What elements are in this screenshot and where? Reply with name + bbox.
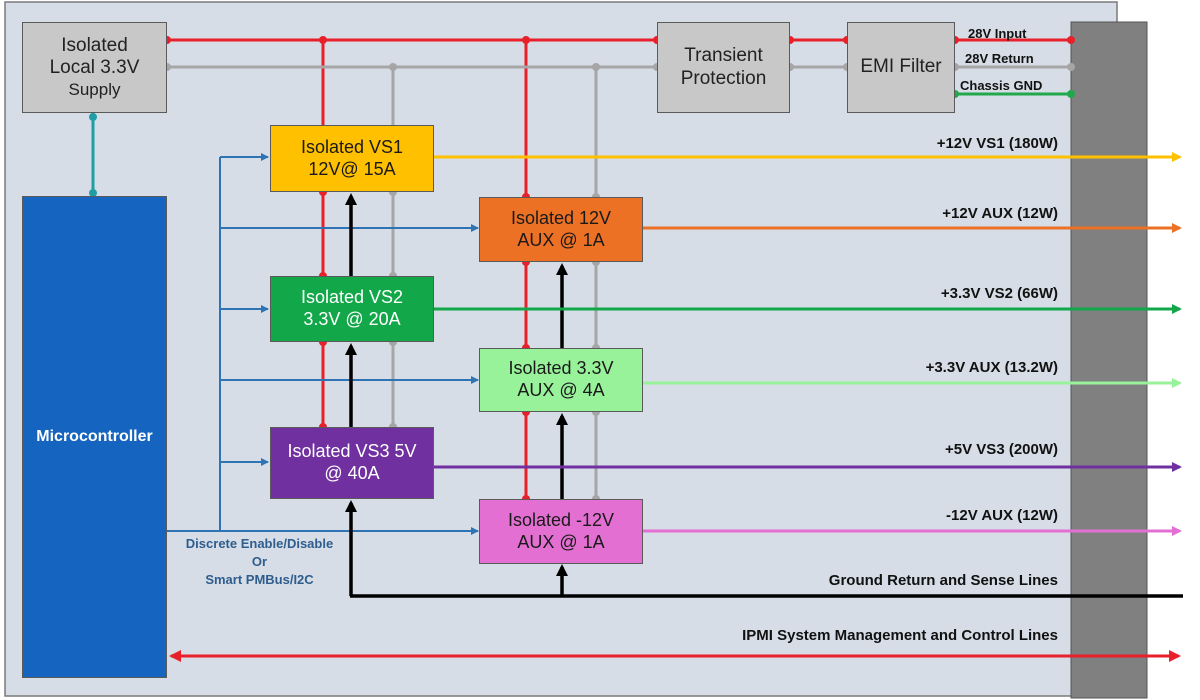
vs2-line1: Isolated VS2: [300, 287, 404, 308]
aux12-block: Isolated 12V AUX @ 1A: [479, 197, 643, 262]
local-supply-line1: Isolated: [61, 34, 128, 56]
vs3-line1: Isolated VS3 5V: [287, 441, 417, 462]
vs3-line2: @ 40A: [324, 463, 380, 483]
vs1-output-label: +12V VS1 (180W): [936, 135, 1058, 152]
control-line3: Smart PMBus/I2C: [205, 572, 314, 588]
control-line2: Or: [251, 554, 268, 570]
vs2-block: Isolated VS2 3.3V @ 20A: [270, 276, 434, 342]
ipmi-label: IPMI System Management and Control Lines: [742, 627, 1058, 644]
control-line1: Discrete Enable/Disable: [185, 536, 334, 551]
vs1-line1: Isolated VS1: [300, 136, 404, 157]
control-lines: [167, 153, 479, 535]
connector-bar: [1070, 21, 1148, 699]
vs3-block: Isolated VS3 5V @ 40A: [270, 427, 434, 499]
gray-return-bus: [167, 65, 1071, 499]
aux12-line1: Isolated 12V: [510, 207, 612, 228]
return-28v-label: 28V Return: [965, 51, 1034, 66]
aux33-line1: Isolated 3.3V: [508, 358, 614, 379]
chassis-gnd-label: Chassis GND: [960, 78, 1043, 93]
auxm12-output-label: -12V AUX (12W): [946, 507, 1058, 524]
vs1-block: Isolated VS1 12V@ 15A: [270, 125, 434, 192]
transient-line1: Transient: [684, 44, 763, 66]
aux33-line2: AUX @ 4A: [517, 380, 605, 400]
red-28v-bus: [167, 38, 1071, 499]
input-28v-label: 28V Input: [968, 26, 1027, 41]
vs2-line2: 3.3V @ 20A: [303, 309, 401, 329]
emi-filter-block: EMI Filter: [847, 22, 955, 113]
mcu-label: Microcontroller: [36, 428, 153, 446]
local-supply-block: Isolated Local 3.3V Supply: [22, 22, 167, 113]
ground-sense-label: Ground Return and Sense Lines: [828, 572, 1058, 589]
transient-line2: Protection: [680, 67, 767, 89]
vs2-output-label: +3.3V VS2 (66W): [940, 285, 1058, 302]
aux33-block: Isolated 3.3V AUX @ 4A: [479, 348, 643, 412]
vs3-output-label: +5V VS3 (200W): [945, 441, 1058, 458]
emi-label: EMI Filter: [860, 56, 942, 78]
aux12-line2: AUX @ 1A: [517, 229, 605, 250]
ground-sense-lines: [345, 193, 1183, 598]
vs1-line2: 12V@ 15A: [308, 158, 396, 179]
local-supply-line2: Local 3.3V: [49, 57, 140, 79]
aux33-output-label: +3.3V AUX (13.2W): [925, 359, 1058, 376]
auxm12-block: Isolated -12V AUX @ 1A: [479, 499, 643, 564]
control-method-label: Discrete Enable/Disable Or Smart PMBus/I…: [172, 535, 347, 590]
aux12-output-label: +12V AUX (12W): [942, 205, 1058, 222]
microcontroller-block: Microcontroller: [22, 196, 167, 678]
auxm12-line2: AUX @ 1A: [517, 531, 605, 552]
transient-protection-block: Transient Protection: [657, 22, 790, 113]
auxm12-line1: Isolated -12V: [507, 509, 615, 530]
local-supply-line3: Supply: [68, 80, 121, 100]
